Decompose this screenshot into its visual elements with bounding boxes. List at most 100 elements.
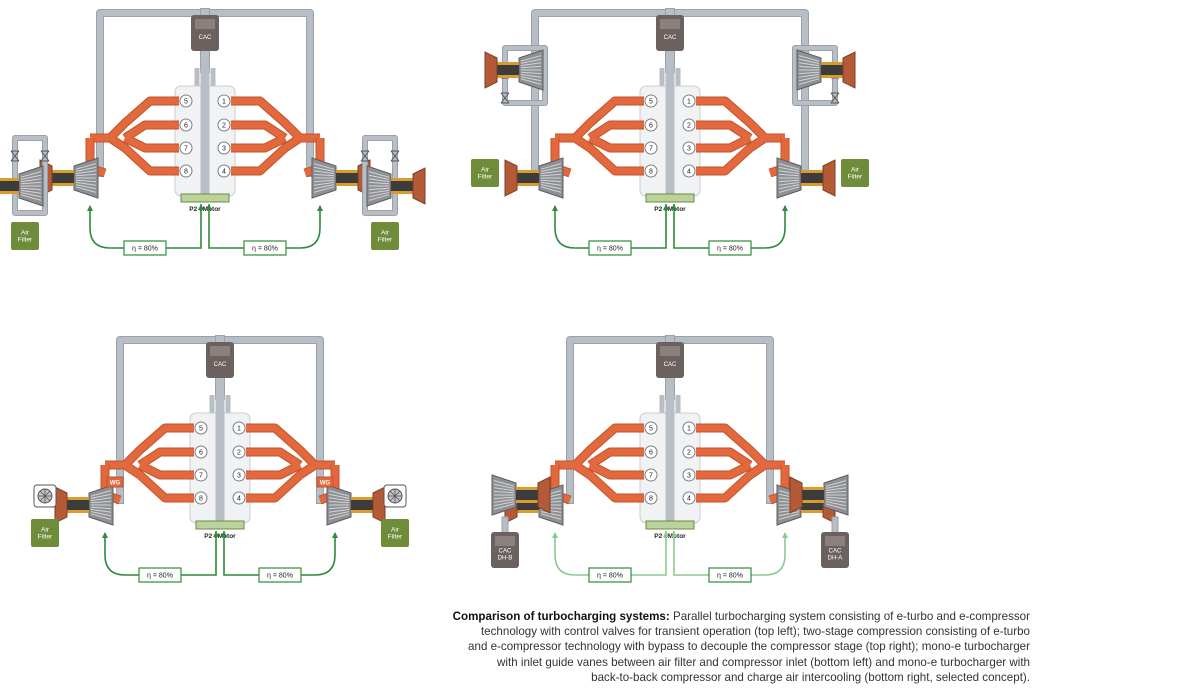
- control-valve-icon: [10, 150, 20, 162]
- arrow-head-icon: [782, 205, 788, 211]
- cylinder-right: 2: [232, 445, 246, 459]
- caption-title: Comparison of turbocharging systems:: [452, 610, 670, 623]
- cylinder-left: 8: [179, 164, 193, 178]
- electric-connection-left: [104, 531, 217, 576]
- wastegate: WG: [106, 476, 124, 488]
- arrow-head-icon: [663, 204, 669, 210]
- cylinder-number: 5: [649, 98, 653, 105]
- cylinder-number: 7: [649, 145, 653, 152]
- electric-connection-left: [554, 531, 667, 576]
- p2-emotor-label: P2 eMotor: [654, 206, 686, 213]
- cylinder-right: 2: [217, 118, 231, 132]
- exhaust-pipe: [231, 97, 320, 175]
- efficiency-box: η = 80%: [123, 240, 167, 256]
- electric-connection-right: [208, 204, 321, 249]
- efficiency-label: η = 80%: [717, 572, 743, 579]
- efficiency-label: η = 80%: [717, 245, 743, 252]
- caption-line-5: back-to-back compressor and charge air i…: [591, 670, 1030, 684]
- p2-emotor-label: P2 eMotor: [654, 533, 686, 540]
- turbocharger-icon: [491, 474, 551, 516]
- turbocharger-icon: [796, 49, 856, 91]
- cylinder-left: 5: [644, 94, 658, 108]
- turbocharger-icon: [504, 157, 564, 199]
- caption-line-2: technology with control valves for trans…: [480, 625, 1030, 639]
- cylinder-number: 1: [687, 98, 691, 105]
- cylinder-right: 3: [232, 468, 246, 482]
- cylinder-left: 5: [179, 94, 193, 108]
- caption-line-1: Parallel turbocharging system consisting…: [672, 610, 1030, 623]
- electric-connection-right: [673, 531, 786, 576]
- cylinder-number: 7: [199, 472, 203, 479]
- cylinder-number: 4: [222, 168, 226, 175]
- p2-emotor: [645, 520, 695, 530]
- turbocharger-icon: [776, 157, 836, 199]
- arrow-head-icon: [332, 532, 338, 538]
- inlet-guide-vane-icon: [383, 484, 407, 508]
- cylinder-number: 1: [222, 98, 226, 105]
- p2-emotor: [180, 193, 230, 203]
- arrow-head-icon: [221, 531, 227, 537]
- cylinder-number: 5: [199, 425, 203, 432]
- efficiency-label: η = 80%: [597, 572, 623, 579]
- cylinder-number: 8: [199, 495, 203, 502]
- electric-connection-left: [554, 204, 667, 249]
- inlet-guide-vane-icon: [33, 484, 57, 508]
- turbocharger-icon: [54, 484, 114, 526]
- arrow-head-icon: [552, 532, 558, 538]
- cylinder-number: 6: [649, 122, 653, 129]
- exhaust-pipe: [696, 424, 785, 502]
- turbocharger-icon: [311, 157, 371, 199]
- arrow-head-icon: [213, 531, 219, 537]
- cylinder-number: 2: [222, 122, 226, 129]
- turbocharger-icon: [484, 49, 544, 91]
- cylinder-number: 1: [687, 425, 691, 432]
- efficiency-box: η = 80%: [708, 240, 752, 256]
- cylinder-number: 3: [687, 472, 691, 479]
- cylinder-right: 1: [232, 421, 246, 435]
- cylinder-left: 8: [644, 491, 658, 505]
- cylinder-right: 1: [682, 94, 696, 108]
- wastegate: WG: [316, 476, 334, 488]
- exhaust-pipe: [246, 424, 335, 502]
- arrow-head-icon: [317, 205, 323, 211]
- arrow-head-icon: [87, 205, 93, 211]
- efficiency-label: η = 80%: [267, 572, 293, 579]
- cylinder-number: 6: [184, 122, 188, 129]
- turbocharger-icon: [366, 165, 426, 207]
- efficiency-box: η = 80%: [708, 567, 752, 583]
- cylinder-right: 2: [682, 118, 696, 132]
- cylinder-number: 7: [184, 145, 188, 152]
- turbocharger-icon: [39, 157, 99, 199]
- cac-cooler: CAC: [656, 15, 684, 51]
- wastegate-label: WG: [320, 480, 331, 486]
- cac-label: CAC: [199, 35, 212, 41]
- cylinder-number: 5: [184, 98, 188, 105]
- intake-pipe: [363, 136, 397, 215]
- p2-emotor: [645, 193, 695, 203]
- efficiency-box: η = 80%: [138, 567, 182, 583]
- control-valve-icon: [830, 92, 840, 104]
- cylinder-left: 7: [179, 141, 193, 155]
- electric-connection-right: [673, 204, 786, 249]
- cylinder-number: 6: [199, 449, 203, 456]
- arrow-head-icon: [102, 532, 108, 538]
- intake-pipe: [503, 46, 547, 105]
- turbocharger-icon: [0, 165, 44, 207]
- cylinder-left: 6: [179, 118, 193, 132]
- cac-label: CAC: [664, 362, 677, 368]
- cac-label: CAC: [214, 362, 227, 368]
